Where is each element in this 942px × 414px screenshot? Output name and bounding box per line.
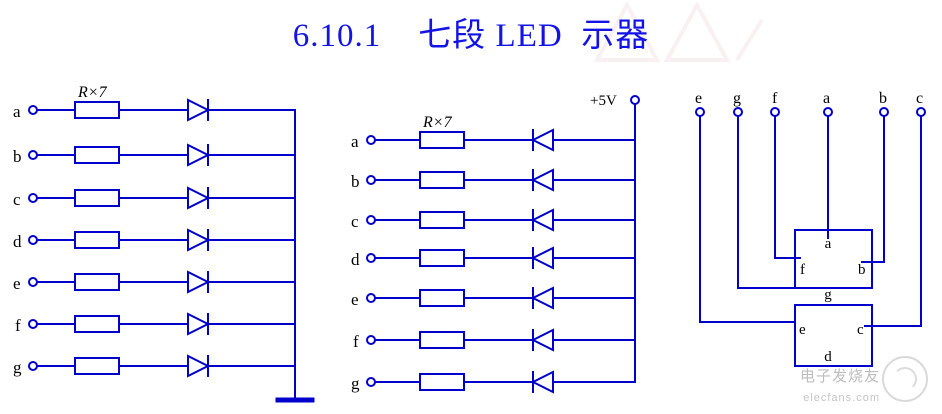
- terminal-label-d1: d: [13, 232, 22, 251]
- terminal-label-e2: e: [351, 290, 359, 309]
- pin-label-f: f: [772, 90, 778, 107]
- pin-label-g: g: [733, 90, 741, 107]
- page-title: 6.10.1 七段 LED 示器: [292, 18, 650, 54]
- segment-label-e: e: [799, 322, 806, 338]
- terminal-label-f2: f: [353, 332, 359, 351]
- segment-label-b: b: [858, 262, 866, 278]
- terminal-label-c2: c: [351, 212, 359, 231]
- segment-label-d: d: [824, 349, 832, 365]
- pin-label-e: e: [695, 90, 702, 107]
- terminal-label-b2: b: [351, 172, 360, 191]
- terminal-label-d2: d: [351, 250, 360, 269]
- segment-label-a: a: [825, 236, 832, 252]
- segment-label-c: c: [857, 322, 864, 338]
- pin-label-c: c: [916, 90, 923, 107]
- terminal-label-f1: f: [15, 316, 21, 335]
- terminal-label-a2: a: [351, 132, 359, 151]
- terminal-label-b1: b: [13, 147, 22, 166]
- watermark-logo-icon: [882, 356, 928, 402]
- resistor-label-2: R×7: [422, 114, 453, 131]
- pin-label-b: b: [879, 90, 887, 107]
- resistor-label-1: R×7: [77, 84, 108, 101]
- terminal-label-e1: e: [13, 274, 21, 293]
- terminal-label-g1: g: [13, 358, 22, 377]
- supply-label: +5V: [590, 93, 617, 109]
- terminal-label-c1: c: [13, 190, 21, 209]
- terminal-label-a1: a: [13, 102, 21, 121]
- terminal-label-g2: g: [351, 374, 360, 393]
- segment-label-g: g: [824, 287, 832, 303]
- segment-label-f: f: [800, 262, 805, 278]
- pin-label-a: a: [823, 90, 830, 107]
